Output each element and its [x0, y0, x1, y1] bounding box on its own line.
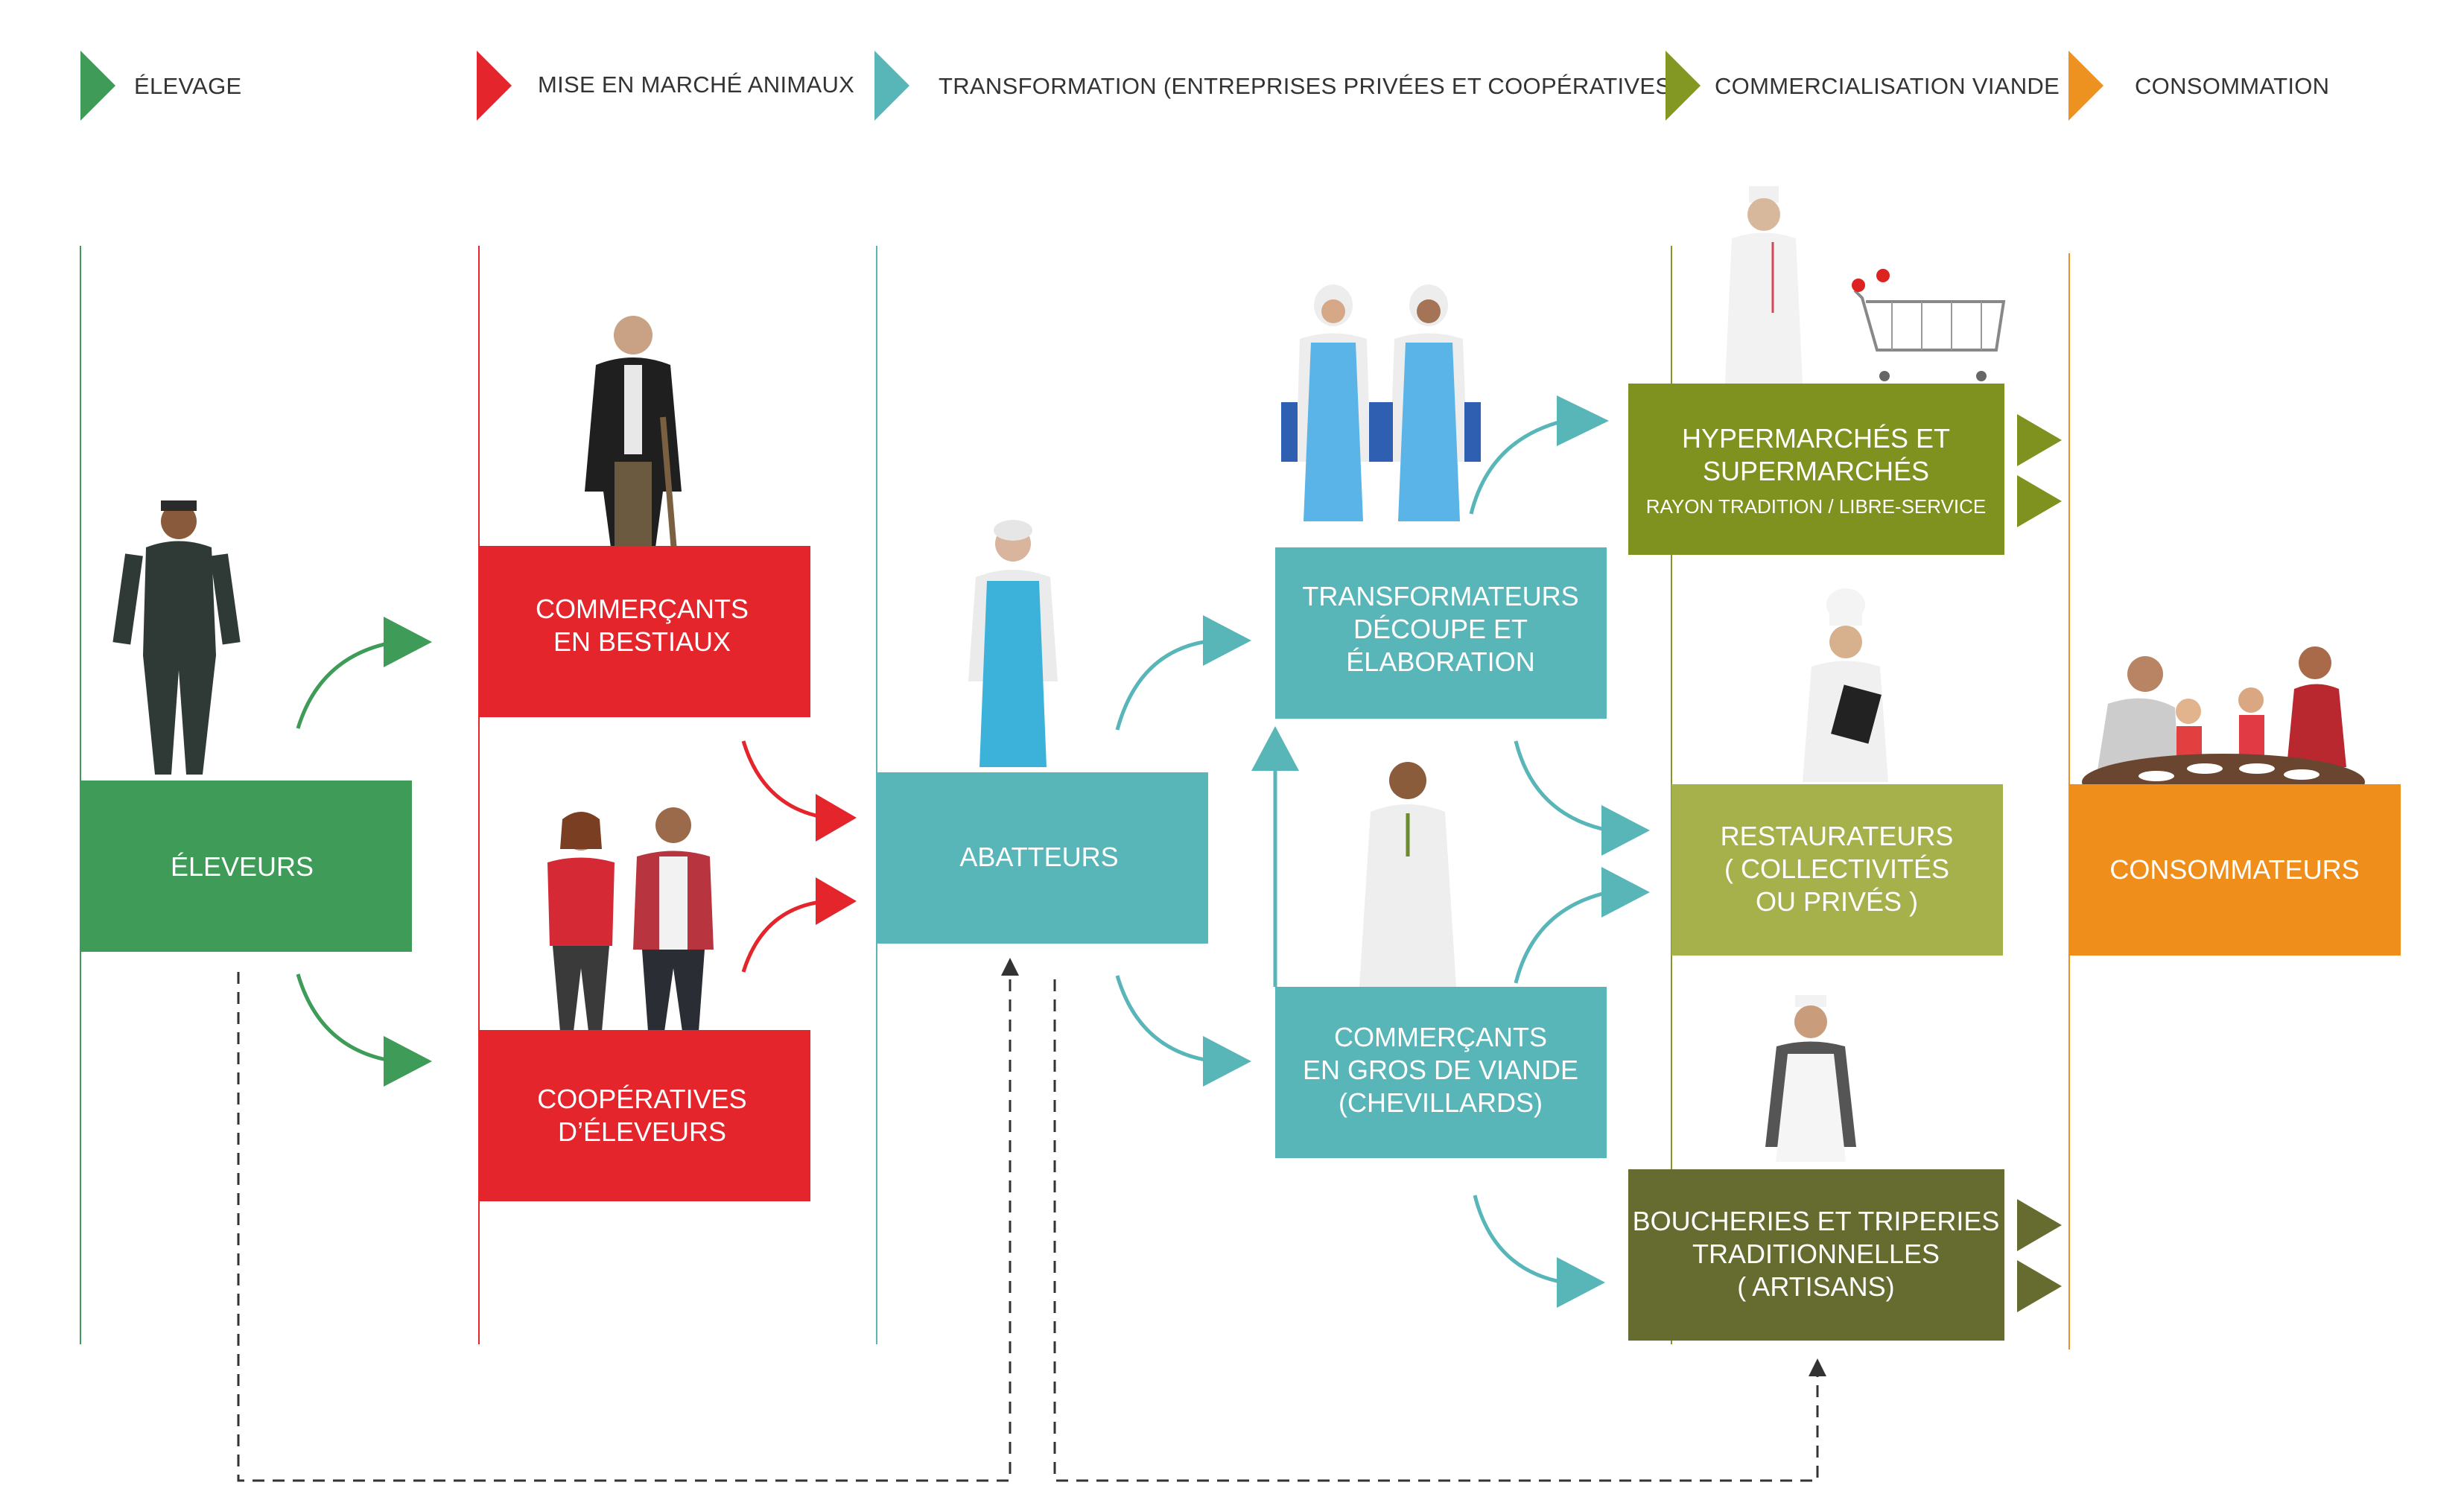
- box-label-line: D’ÉLEVEURS: [558, 1116, 726, 1147]
- processing-workers-figure: [1281, 285, 1481, 521]
- flow-arrow-abatteurs-to-transformateurs: [1115, 615, 1251, 731]
- box-label-line: ÉLABORATION: [1346, 646, 1534, 677]
- box-label-line: COOPÉRATIVES: [537, 1084, 746, 1114]
- flow-arrow-abatteurs-to-gros: [1115, 975, 1251, 1087]
- header-label: TRANSFORMATION (ENTREPRISES PRIVÉES ET C…: [939, 73, 1679, 99]
- play-marker-icon: [2017, 414, 2062, 466]
- box-label-line: RESTAURATEURS: [1721, 821, 1954, 851]
- flow-arrow-transformateurs-to-hyper: [1469, 395, 1609, 515]
- box-commercants-bestiaux: COMMERÇANTS EN BESTIAUX: [479, 546, 810, 717]
- box-label: ÉLEVEURS: [171, 851, 314, 882]
- wholesaler-figure: [1359, 762, 1456, 987]
- cooperative-couple-figure: [547, 807, 714, 1032]
- box-label-line: SUPERMARCHÉS: [1703, 456, 1929, 486]
- header-commercialisation: COMMERCIALISATION VIANDE: [1666, 51, 2060, 121]
- header-elevage: ÉLEVAGE: [80, 51, 242, 121]
- flow-arrow-gros-to-restaurateurs: [1514, 867, 1650, 984]
- box-boucheries: BOUCHERIES ET TRIPERIES TRADITIONNELLES …: [1628, 1169, 2004, 1341]
- header-label: CONSOMMATION: [2135, 73, 2329, 99]
- play-marker-icon: [477, 51, 512, 121]
- dashed-flow-abatteurs-to-boucheries: [1053, 979, 1826, 1482]
- header-consommation: CONSOMMATION: [2068, 51, 2329, 121]
- box-commercants-gros: COMMERÇANTS EN GROS DE VIANDE (CHEVILLAR…: [1275, 987, 1607, 1158]
- header-transformation: TRANSFORMATION (ENTREPRISES PRIVÉES ET C…: [874, 51, 1679, 121]
- box-label-line: DÉCOUPE ET: [1353, 614, 1528, 644]
- box-label-line: BOUCHERIES ET TRIPERIES: [1633, 1206, 2000, 1236]
- box-label-line: HYPERMARCHÉS ET: [1682, 423, 1950, 454]
- flow-arrow-commercants-to-abatteurs: [741, 740, 857, 842]
- supermarket-staff-figure: [1725, 186, 1803, 384]
- shopping-cart-icon: [1852, 269, 2006, 381]
- box-label-line: EN GROS DE VIANDE: [1303, 1055, 1578, 1085]
- flow-arrow-cooperatives-to-abatteurs: [741, 877, 857, 973]
- box-label-line: COMMERÇANTS: [536, 594, 749, 624]
- box-abatteurs: ABATTEURS: [877, 772, 1208, 944]
- play-marker-icon: [80, 51, 115, 121]
- play-marker-icon: [1666, 51, 1701, 121]
- box-hypermarches: HYPERMARCHÉS ET SUPERMARCHÉS RAYON TRADI…: [1628, 384, 2004, 555]
- flow-arrow-transformateurs-to-restaurateurs: [1514, 740, 1650, 856]
- box-label-line: TRANSFORMATEURS: [1302, 581, 1578, 611]
- box-label-line: (CHEVILLARDS): [1339, 1087, 1543, 1118]
- farmer-figure: [112, 500, 241, 775]
- flow-arrow-gros-to-boucheries: [1473, 1195, 1605, 1308]
- flow-arrow-eleveurs-to-cooperatives: [296, 973, 432, 1087]
- flow-arrow-gros-to-transformateurs: [1251, 726, 1299, 987]
- box-consommateurs: CONSOMMATEURS: [2069, 784, 2401, 956]
- box-label: CONSOMMATEURS: [2109, 854, 2359, 885]
- livestock-trader-figure: [585, 316, 682, 552]
- header-label: ÉLEVAGE: [134, 73, 242, 99]
- play-marker-icon: [2017, 1260, 2062, 1312]
- box-eleveurs: ÉLEVEURS: [80, 781, 412, 952]
- box-label-line: EN BESTIAUX: [553, 626, 731, 657]
- box-label-line: COMMERÇANTS: [1334, 1022, 1547, 1052]
- butcher-figure: [1765, 995, 1856, 1162]
- header-label: MISE EN MARCHÉ ANIMAUX: [538, 71, 854, 98]
- box-transformateurs: TRANSFORMATEURS DÉCOUPE ET ÉLABORATION: [1275, 547, 1607, 719]
- box-label-line: ( ARTISANS): [1737, 1271, 1894, 1302]
- play-marker-icon: [874, 51, 909, 121]
- box-sublabel: RAYON TRADITION / LIBRE-SERVICE: [1646, 495, 1987, 518]
- slaughterhouse-worker-figure: [968, 520, 1058, 767]
- flow-arrow-eleveurs-to-commercants: [296, 617, 432, 729]
- box-label-line: TRADITIONNELLES: [1692, 1239, 1940, 1269]
- box-cooperatives: COOPÉRATIVES D’ÉLEVEURS: [479, 1030, 810, 1201]
- dashed-flow-eleveurs-to-abatteurs: [237, 958, 1019, 1482]
- box-label-line: OU PRIVÉS ): [1756, 886, 1918, 917]
- box-label-line: ( COLLECTIVITÉS: [1724, 854, 1949, 884]
- header-label: COMMERCIALISATION VIANDE: [1715, 73, 2060, 99]
- play-marker-icon: [2017, 475, 2062, 527]
- chef-figure: [1803, 588, 1888, 782]
- header-marche: MISE EN MARCHÉ ANIMAUX: [477, 51, 854, 121]
- play-marker-icon: [2068, 51, 2103, 121]
- play-marker-icon: [2017, 1199, 2062, 1251]
- box-label: ABATTEURS: [959, 842, 1118, 872]
- box-restaurateurs: RESTAURATEURS ( COLLECTIVITÉS OU PRIVÉS …: [1671, 784, 2003, 956]
